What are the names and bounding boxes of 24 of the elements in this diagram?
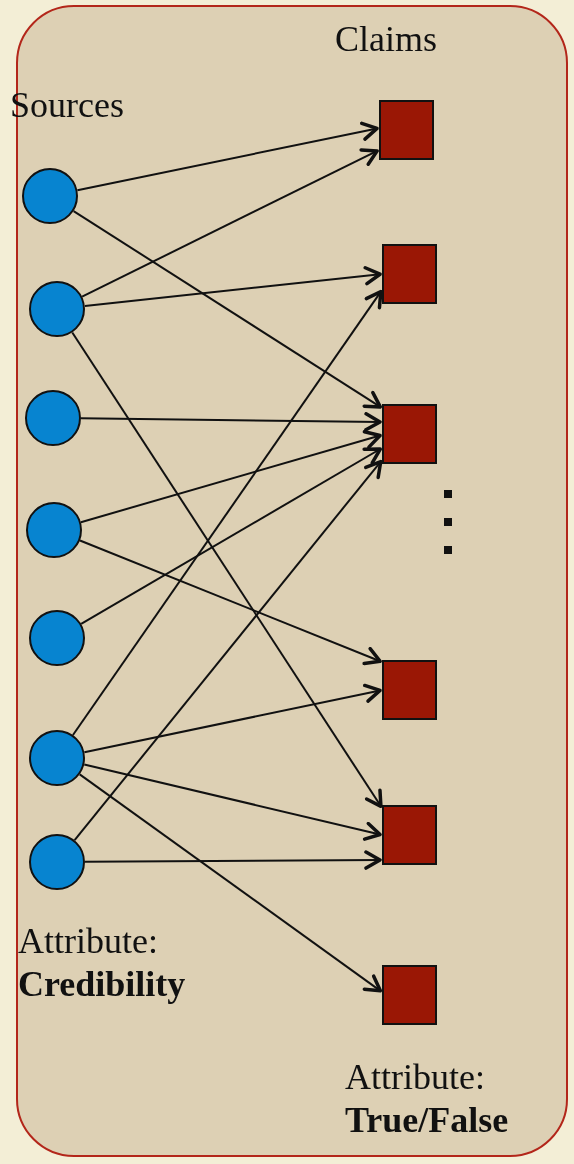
attribute-note: Attribute: True/False	[345, 1056, 510, 1143]
arrow	[80, 447, 382, 625]
claim-square	[382, 660, 437, 720]
claim-square	[382, 404, 437, 464]
claim-square	[379, 100, 434, 160]
attribute-note: Attribute: Credibility	[18, 920, 187, 1007]
arrow	[83, 763, 382, 841]
arrow	[72, 210, 383, 409]
claim-square	[382, 805, 437, 865]
arrow	[76, 121, 379, 192]
arrow	[83, 683, 382, 754]
claim-square	[382, 244, 437, 304]
arrow	[84, 850, 382, 870]
arrow	[81, 148, 379, 298]
arrow	[71, 289, 383, 736]
claim-square	[382, 965, 437, 1025]
arrow	[73, 459, 383, 842]
arrow	[71, 331, 383, 809]
arrow	[83, 266, 382, 307]
arrow	[79, 430, 382, 524]
arrow	[80, 412, 382, 432]
arrow	[79, 539, 382, 666]
column-heading: Claims	[335, 18, 437, 61]
arrow	[78, 773, 383, 993]
